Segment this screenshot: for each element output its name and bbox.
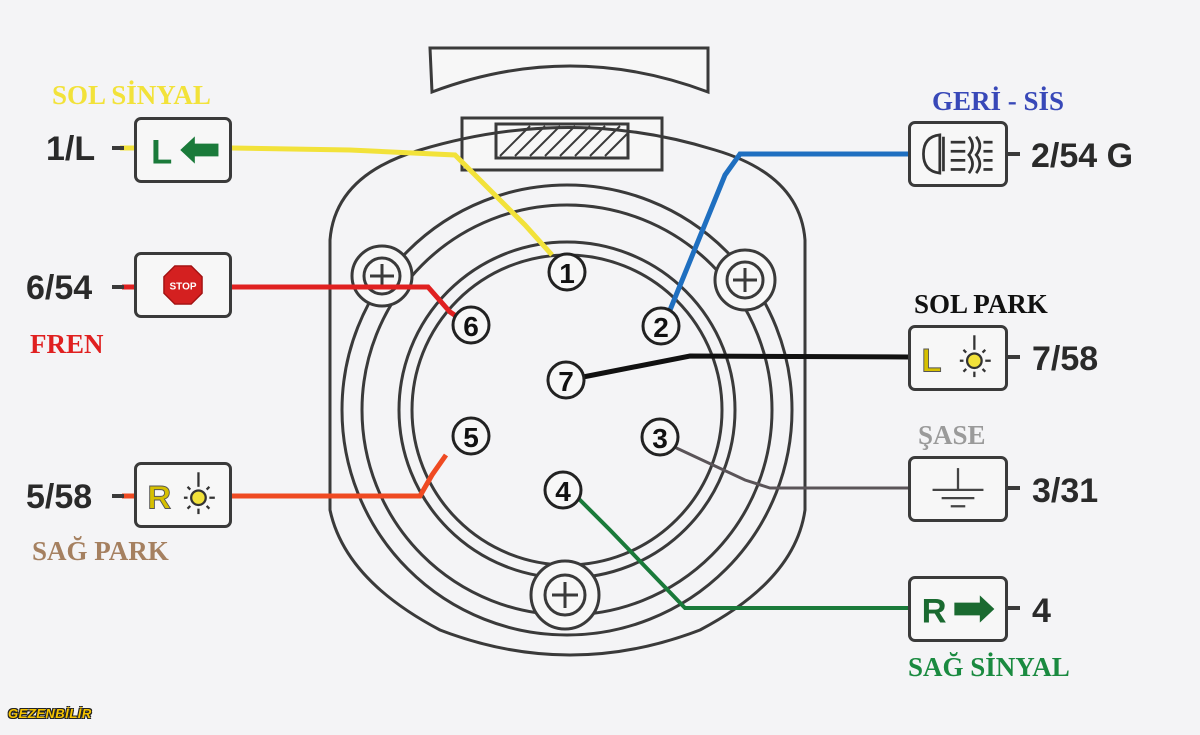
- left-turn-signal-icon: L: [134, 117, 232, 183]
- pin-number: 1: [559, 258, 575, 289]
- icon-letter: L: [922, 342, 942, 379]
- park-light-icon: [959, 335, 991, 378]
- arrow-left-icon: [180, 136, 219, 164]
- arrow-right-icon: [954, 595, 995, 623]
- stop-text: STOP: [169, 282, 196, 293]
- wire-fren: [122, 284, 467, 325]
- pin-5: 5: [451, 416, 491, 456]
- code-geri-sis: 2/54 G: [1031, 137, 1134, 175]
- hatch-pattern: [499, 125, 629, 157]
- code-sag-park: 5/58: [26, 478, 93, 516]
- screw-icon: [350, 244, 414, 308]
- pin-6: 6: [451, 305, 491, 345]
- label-sol-sinyal: SOL SİNYAL: [52, 80, 211, 110]
- code-sag-sinyal: 4: [1032, 592, 1051, 630]
- label-sag-park: SAĞ PARK: [32, 536, 169, 566]
- icon-letter: R: [922, 593, 947, 631]
- code-sol-sinyal: 1/L: [46, 130, 96, 168]
- pin-7: 7: [546, 360, 586, 400]
- pin-number: 6: [463, 311, 479, 342]
- right-park-light-icon: R: [134, 462, 232, 528]
- pin-1: 1: [547, 252, 587, 292]
- connector-ticks: [112, 146, 1020, 610]
- pin-number: 7: [558, 366, 574, 397]
- screw-icon: [713, 248, 777, 312]
- pin-number: 4: [555, 476, 571, 507]
- wire-geri-sis: [665, 151, 908, 316]
- reverse-fog-light-icon: [908, 121, 1008, 187]
- brand-logo: GEZENBİLİR: [8, 706, 92, 721]
- left-park-light-icon: L: [908, 325, 1008, 391]
- stop-sign-icon: [163, 265, 203, 305]
- wire-sol-park: [582, 353, 909, 380]
- wire-sag-sinyal: [570, 490, 908, 610]
- label-fren: FREN: [30, 329, 104, 359]
- pin-number: 3: [652, 423, 668, 454]
- wire-sag-park: [122, 453, 449, 499]
- pin-number: 2: [653, 312, 669, 343]
- label-sag-sinyal: SAĞ SİNYAL: [908, 652, 1070, 682]
- ground-icon: [908, 456, 1008, 522]
- right-turn-signal-icon: R: [908, 576, 1008, 642]
- label-sol-park: SOL PARK: [914, 289, 1048, 319]
- label-sase: ŞASE: [918, 420, 986, 450]
- code-fren: 6/54: [26, 269, 93, 307]
- stop-icon: STOP: [134, 252, 232, 318]
- icon-letter: L: [151, 134, 172, 172]
- screw-icon: [529, 559, 601, 631]
- pin-number: 5: [463, 422, 479, 453]
- pin-3: 3: [640, 417, 680, 457]
- code-sase: 3/31: [1032, 472, 1099, 510]
- fog-beam-icon: [950, 135, 993, 174]
- pin-4: 4: [543, 470, 583, 510]
- wire-sase: [669, 443, 908, 490]
- park-light-icon: [183, 472, 215, 515]
- icon-letter: R: [148, 479, 172, 516]
- pin-2: 2: [641, 306, 681, 346]
- label-geri-sis: GERİ - SİS: [932, 86, 1065, 116]
- code-sol-park: 7/58: [1032, 340, 1099, 378]
